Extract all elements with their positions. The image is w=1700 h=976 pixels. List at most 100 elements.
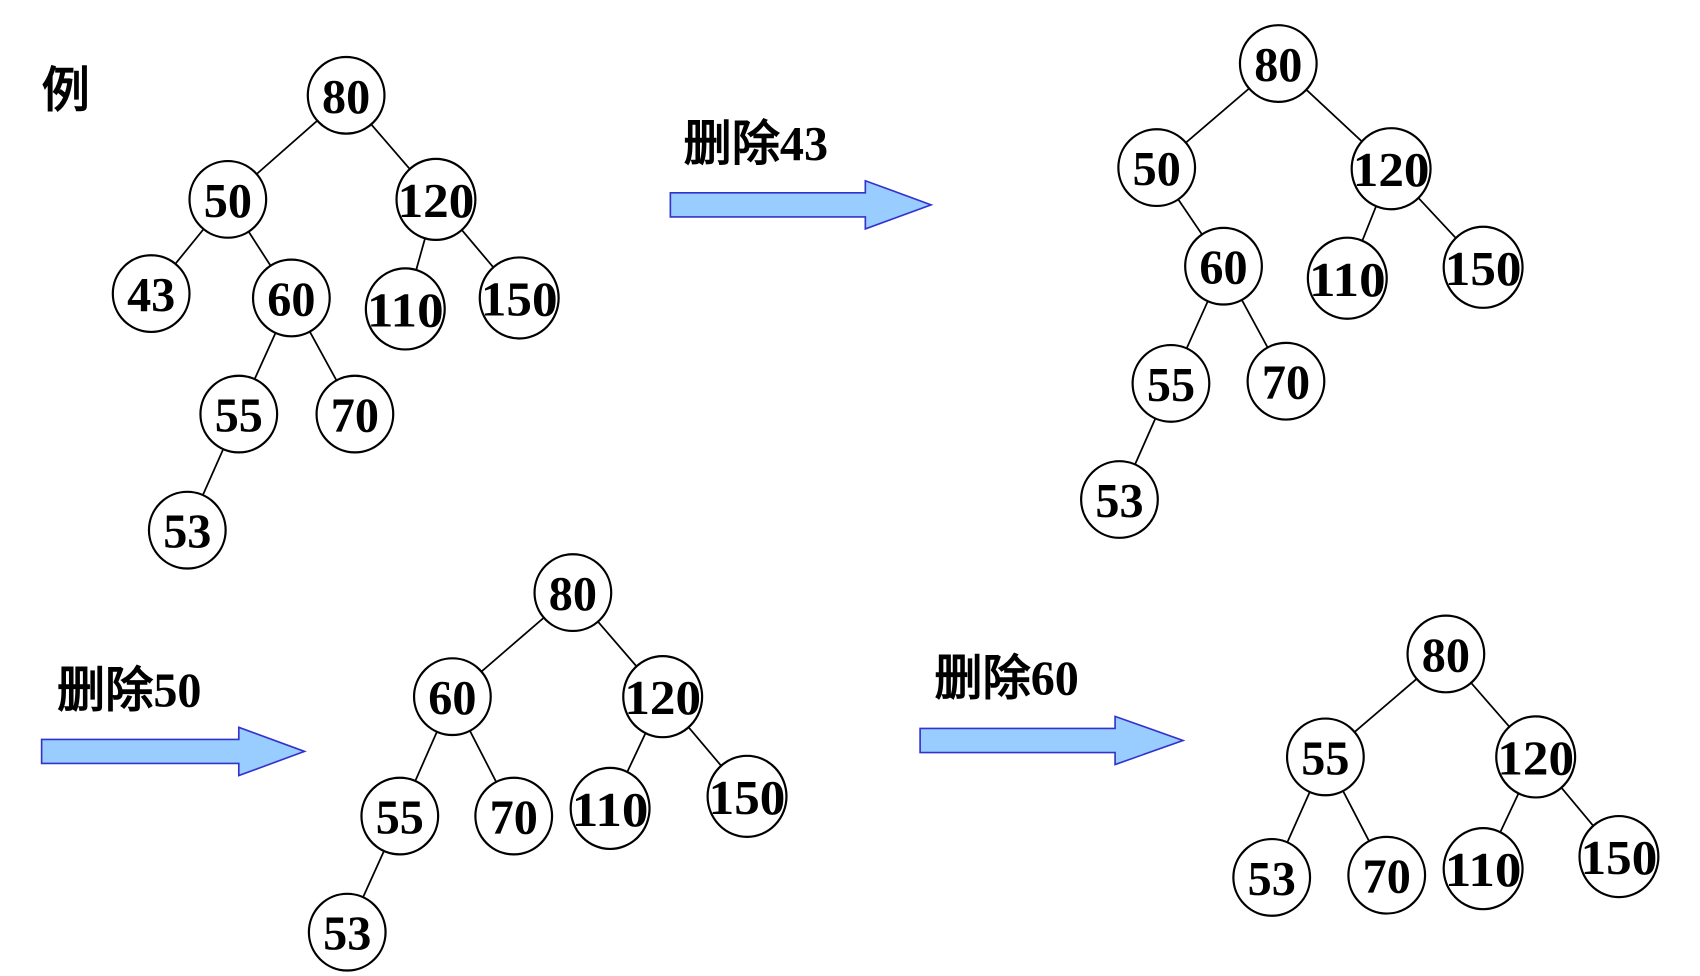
tree-node-circle [412,657,492,737]
tree-node-value: 50 [204,175,252,228]
tree-node-circle [1232,837,1312,917]
tree-node: 80 [306,55,386,135]
tree-node-value: 80 [1422,629,1470,682]
tree-node-value: 70 [1363,851,1411,904]
tree-node-value: 55 [376,792,424,845]
tree-node: 150 [706,754,788,838]
tree-node: 60 [412,657,492,737]
tree-node-circle [147,490,227,570]
tree-node: 110 [1306,236,1388,320]
tree-node: 120 [1350,127,1432,211]
tree-node: 50 [188,159,268,239]
tree-node-value: 150 [1581,832,1658,885]
tree-node-circle [1442,225,1524,309]
tree-node: 70 [315,374,395,454]
tree-node-circle [622,655,704,739]
tree-node-circle [478,256,560,340]
tree-after-delete-43: 80 50 120 60 110 150 55 70 53 [1080,24,1524,539]
tree-node: 53 [1080,460,1159,539]
tree-node: 55 [1131,343,1211,423]
tree-node-circle [1350,127,1432,211]
tree-node-value: 110 [572,784,649,837]
tree-node-circle [1495,715,1577,799]
tree-node-circle [1578,814,1660,899]
tree-node: 110 [569,766,651,851]
step-label-delete-43: 删除43 [684,118,829,171]
tree-node: 80 [533,553,613,633]
tree-node: 53 [307,892,387,972]
tree-node-value: 43 [127,269,175,322]
tree-node-circle [1442,827,1524,911]
tree-node: 55 [199,374,279,454]
tree-node: 150 [1578,814,1660,899]
tree-node: 80 [1238,24,1318,103]
tree-node: 150 [1442,225,1524,309]
tree-node-value: 50 [1133,143,1181,196]
tree-node-circle [360,776,440,856]
tree-node-value: 80 [1254,39,1302,92]
tree-node-value: 110 [1309,254,1386,307]
tree-node: 60 [1184,226,1263,306]
tree-node: 53 [1232,837,1312,917]
tree-node-value: 120 [624,672,701,725]
tree-node: 70 [1347,835,1427,915]
tree-node-value: 53 [323,908,371,961]
tree-node-circle [569,766,651,851]
tree-node-value: 53 [1248,853,1296,906]
tree-node-circle [1285,717,1365,797]
tree-node: 110 [364,267,446,351]
tree-node-value: 80 [322,71,370,124]
tree-node-value: 70 [1262,357,1310,410]
step-label-delete-50: 删除50 [57,665,202,718]
tree-node-circle [1184,226,1263,306]
tree-node: 80 [1406,614,1486,694]
tree-node-value: 53 [1095,475,1143,528]
tree-node-value: 150 [481,273,558,326]
tree-node-circle [474,776,554,856]
right-arrow-icon [40,726,307,777]
tree-node-value: 53 [163,506,211,559]
tree-node-circle [1246,341,1326,421]
tree-node-circle [188,159,268,239]
tree-node-circle [1117,128,1197,208]
tree-node-value: 150 [1445,243,1522,296]
right-arrow-icon [919,715,1186,766]
tree-node: 150 [478,256,560,340]
tree-node-value: 110 [367,284,444,337]
tree-node: 55 [1285,717,1365,797]
tree-node-circle [199,374,279,454]
tree-after-delete-50: 80 60 120 55 70 110 150 53 [307,553,788,972]
tree-node-value: 120 [1353,144,1430,197]
tree-node-circle [1238,24,1318,103]
tree-node: 50 [1117,128,1197,208]
tree-node: 110 [1442,827,1524,911]
tree-node-value: 60 [1199,242,1247,295]
tree-node-circle [1347,835,1427,915]
tree-node-value: 110 [1445,844,1522,897]
tree-node-value: 120 [1497,732,1574,785]
tree-after-delete-60: 80 55 120 53 70 110 150 [1232,614,1660,917]
tree-original: 80 50 120 43 60 110 150 55 70 53 [111,55,560,570]
tree-node-circle [251,258,331,338]
tree-node-value: 55 [1301,732,1349,785]
tree-node-circle [395,157,477,241]
tree-node-value: 55 [215,390,263,443]
tree-node: 60 [251,258,331,338]
tree-node-circle [1131,343,1211,423]
tree-node-circle [315,374,395,454]
tree-node-circle [364,267,446,351]
tree-node-circle [533,553,613,633]
tree-node-circle [111,254,191,334]
tree-node-circle [1306,236,1388,320]
tree-node: 120 [395,157,477,241]
tree-node-circle [1080,460,1159,539]
tree-node-value: 120 [398,175,475,228]
tree-node-value: 150 [709,772,786,825]
tree-node-value: 60 [428,672,476,725]
tree-node: 55 [360,776,440,856]
tree-node-circle [306,55,386,135]
tree-node-value: 70 [490,792,538,845]
tree-node-value: 70 [331,390,379,443]
tree-node-circle [706,754,788,838]
